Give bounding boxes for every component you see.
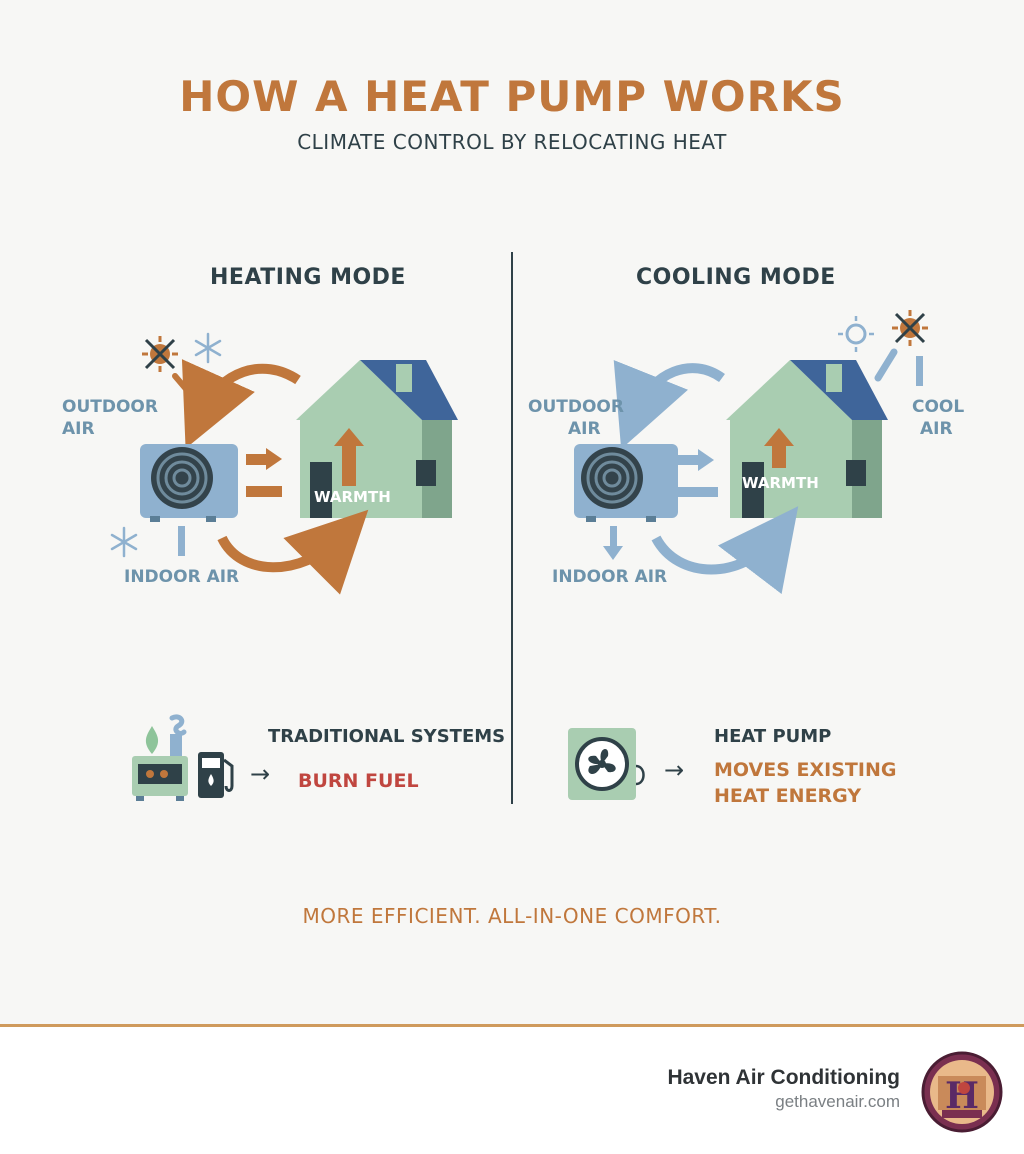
traditional-icons xyxy=(132,714,234,801)
heat-pump-icon xyxy=(568,728,645,800)
website-link[interactable]: gethavenair.com xyxy=(775,1092,900,1111)
fuel-pump-icon xyxy=(198,752,234,798)
crossed-sun-icon xyxy=(142,336,178,372)
fan-icon xyxy=(151,447,213,509)
cooling-warmth-label: WARMTH xyxy=(742,474,819,492)
fan-icon xyxy=(581,447,643,509)
brand-logo: H xyxy=(921,1051,1003,1133)
outdoor-unit xyxy=(574,444,678,522)
section-divider xyxy=(511,252,513,804)
logo-letter: H xyxy=(945,1075,979,1117)
snowflake-icon xyxy=(194,332,222,364)
crossed-sun-icon xyxy=(892,310,928,346)
outdoor-unit xyxy=(140,444,238,522)
page-subtitle: CLIMATE CONTROL BY RELOCATING HEAT xyxy=(297,130,727,154)
snowflake-icon xyxy=(110,526,138,558)
traditional-arrow: → xyxy=(250,760,271,788)
tagline: MORE EFFICIENT. ALL-IN-ONE COMFORT. xyxy=(302,904,722,928)
footer-rule xyxy=(0,1024,1024,1027)
cooling-diagram xyxy=(574,310,928,595)
heat-pump-heading: HEAT PUMP xyxy=(714,726,832,747)
traditional-result: BURN FUEL xyxy=(298,770,419,792)
flame-icon xyxy=(145,726,159,754)
house xyxy=(726,360,888,518)
fan-icon xyxy=(575,737,629,791)
heating-mode-title: HEATING MODE xyxy=(210,265,406,290)
house xyxy=(296,360,458,518)
page-title: HOW A HEAT PUMP WORKS xyxy=(179,72,845,121)
cooling-mode-title: COOLING MODE xyxy=(636,265,836,290)
cooling-indoor-air-label: INDOOR AIR xyxy=(552,567,668,587)
heating-warmth-label: WARMTH xyxy=(314,488,391,506)
furnace-icon xyxy=(132,756,188,801)
sun-icon xyxy=(838,316,874,352)
heat-pump-arrow: → xyxy=(664,756,685,784)
heating-diagram xyxy=(110,332,458,595)
brand-name: Haven Air Conditioning xyxy=(667,1066,900,1089)
heating-indoor-air-label: INDOOR AIR xyxy=(124,567,240,587)
footer xyxy=(0,1027,1024,1154)
traditional-heading: TRADITIONAL SYSTEMS xyxy=(268,726,506,747)
